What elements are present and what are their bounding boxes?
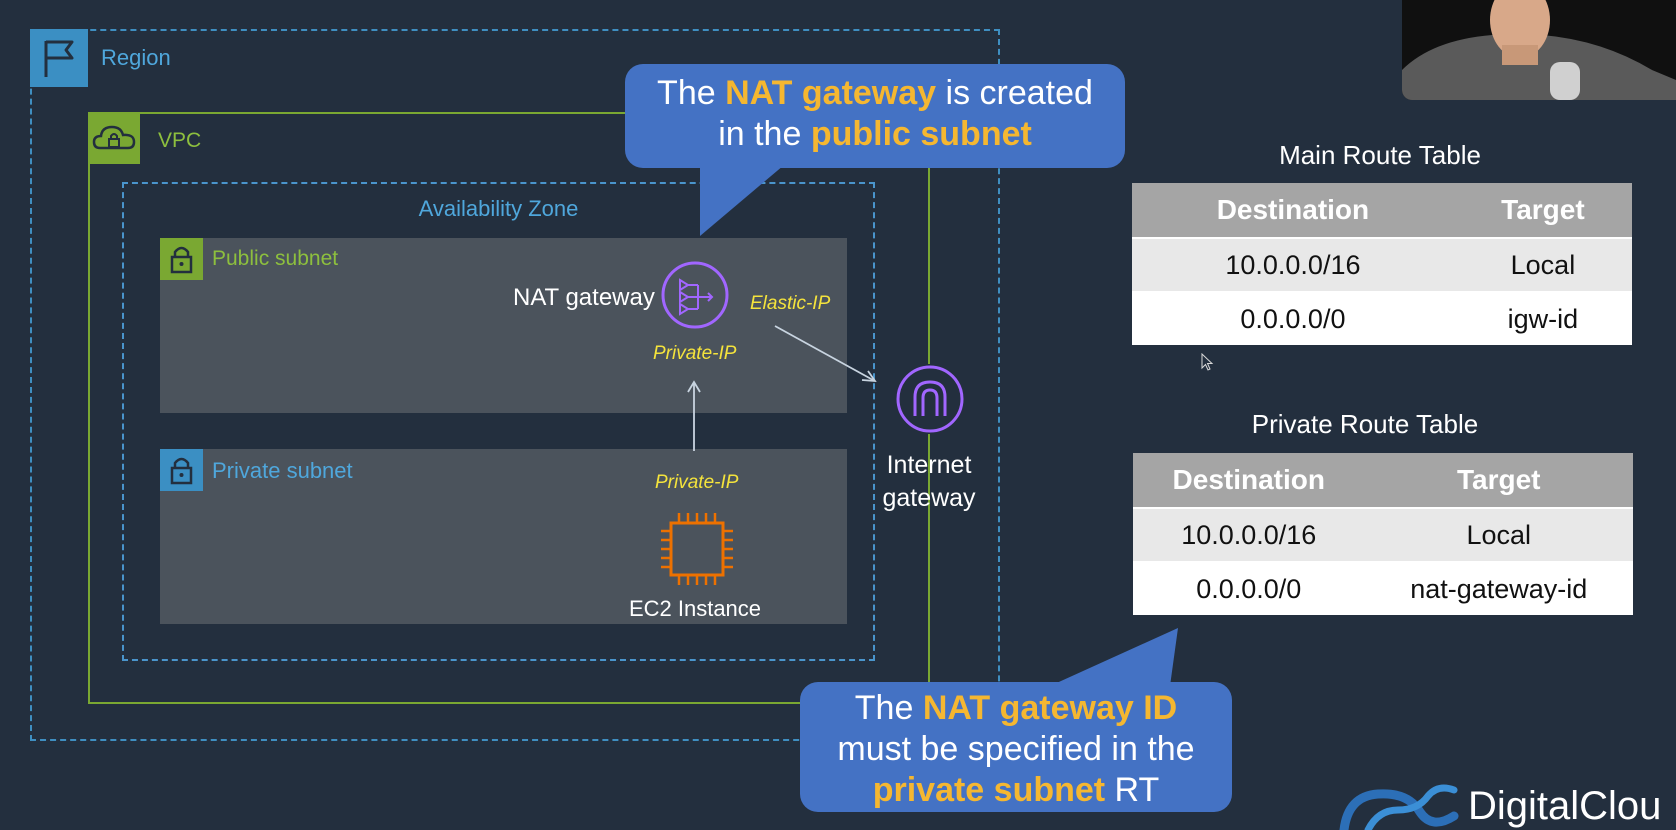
connection-arrows <box>687 325 877 451</box>
cloud-lock-icon <box>88 112 140 164</box>
arrow-head <box>687 380 701 393</box>
callout-nat-gateway-id: The NAT gateway ID must be specified in … <box>800 682 1232 812</box>
public-subnet-label: Public subnet <box>212 247 339 270</box>
table-row: 10.0.0.0/16 Local <box>1132 237 1632 292</box>
ec2-instance-label: EC2 Instance <box>628 596 762 621</box>
destination-cell: 10.0.0.0/16 <box>1133 507 1365 562</box>
column-header-destination: Destination <box>1132 183 1454 238</box>
column-header-target: Target <box>1364 453 1633 508</box>
internet-gateway-label: Internet gateway <box>882 451 976 512</box>
brand-logo-text: DigitalClou <box>1468 784 1662 828</box>
elastic-ip-label: Elastic-IP <box>750 293 831 314</box>
column-header-destination: Destination <box>1133 453 1365 508</box>
logo-icon <box>1339 784 1459 830</box>
availability-zone-boundary <box>122 182 875 661</box>
private-subnet <box>160 449 847 624</box>
nat-gateway-label: NAT gateway <box>513 284 655 311</box>
public-subnet <box>160 238 847 413</box>
callout-bottom-pointer <box>1050 628 1178 686</box>
column-header-target: Target <box>1453 183 1632 238</box>
internet-gateway-icon <box>895 364 965 434</box>
destination-cell: 0.0.0.0/0 <box>1132 291 1454 345</box>
vpc-label: VPC <box>158 129 202 152</box>
lock-icon <box>160 238 203 280</box>
destination-cell: 10.0.0.0/16 <box>1132 237 1454 292</box>
table-row: 0.0.0.0/0 nat-gateway-id <box>1133 561 1633 615</box>
private-route-table: Destination Target 10.0.0.0/16 Local 0.0… <box>1133 453 1633 615</box>
main-route-table: Destination Target 10.0.0.0/16 Local 0.0… <box>1132 183 1632 345</box>
flag-icon <box>30 29 88 87</box>
callout-nat-public-subnet: The NAT gateway is created in the public… <box>625 64 1125 168</box>
nat-gateway-icon <box>660 260 730 330</box>
private-subnet-label: Private subnet <box>212 458 353 483</box>
region-label: Region <box>101 45 171 70</box>
ec2-chip-icon <box>659 511 735 587</box>
lock-icon <box>160 449 203 491</box>
private-route-table-title: Private Route Table <box>1251 409 1479 439</box>
main-route-table-title: Main Route Table <box>1279 140 1481 170</box>
callout-top-pointer <box>700 160 790 236</box>
availability-zone-label: Availability Zone <box>418 196 579 221</box>
mouse-cursor-icon <box>1201 353 1214 371</box>
target-cell: Local <box>1364 507 1633 562</box>
arrow-head <box>861 370 877 383</box>
presenter-webcam <box>1402 0 1676 100</box>
destination-cell: 0.0.0.0/0 <box>1133 561 1365 615</box>
private-ip-label: Private-IP <box>653 343 737 364</box>
target-cell: nat-gateway-id <box>1364 561 1633 615</box>
private-ip-label: Private-IP <box>655 472 739 493</box>
target-cell: igw-id <box>1453 291 1632 345</box>
table-row: 0.0.0.0/0 igw-id <box>1132 291 1632 345</box>
region-boundary <box>30 29 1000 741</box>
nat-to-igw-arrow <box>774 325 874 381</box>
table-row: 10.0.0.0/16 Local <box>1133 507 1633 562</box>
target-cell: Local <box>1453 237 1632 292</box>
